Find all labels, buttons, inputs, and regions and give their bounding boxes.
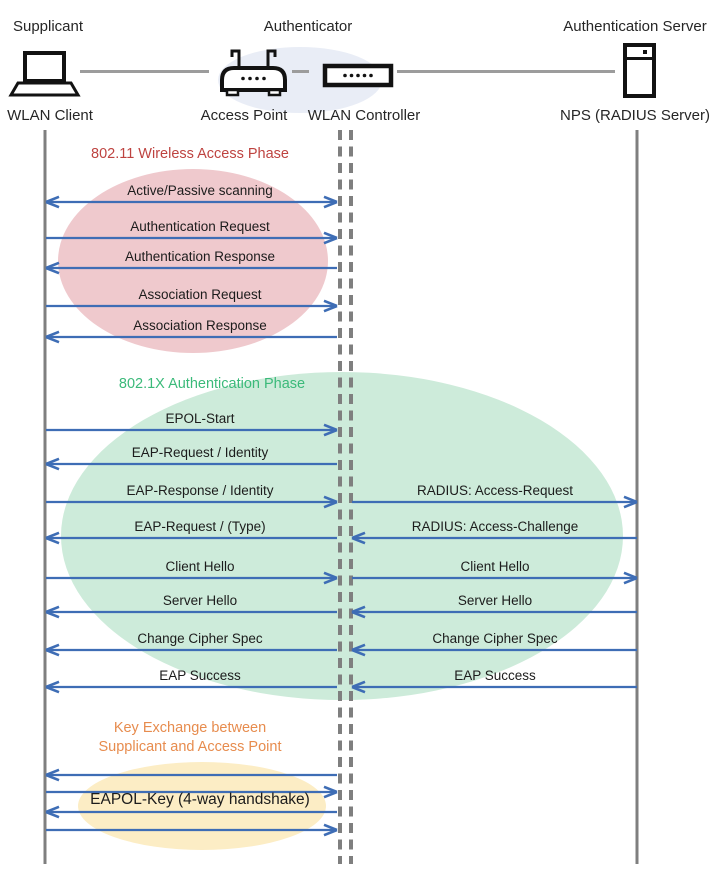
role-label: Authenticator — [263, 18, 353, 35]
message-label: Server Hello — [162, 593, 238, 608]
message-arrow — [351, 680, 637, 694]
message-arrow — [46, 823, 338, 837]
device-label: NPS (RADIUS Server) — [559, 107, 711, 124]
phase-title: Supplicant and Access Point — [98, 739, 282, 755]
message-arrow — [46, 231, 338, 245]
message-arrow — [45, 195, 338, 209]
message-arrow — [46, 571, 338, 585]
message-label: EAP-Response / Identity — [126, 483, 274, 498]
message-arrow — [352, 495, 638, 509]
message-label: Change Cipher Spec — [137, 631, 263, 646]
message-arrow — [351, 531, 637, 545]
message-label: Association Response — [133, 318, 267, 333]
message-label: EAP Success — [454, 668, 536, 683]
wlan-controller-icon — [322, 63, 394, 88]
phase-ellipse — [78, 762, 326, 850]
message-label: RADIUS: Access-Request — [416, 483, 574, 498]
message-label: Client Hello — [460, 559, 530, 574]
message-label: EAP Success — [159, 668, 241, 683]
message-label: EAPOL-Key (4-way handshake) — [90, 791, 310, 808]
authenticator-highlight-ellipse — [218, 47, 382, 113]
message-arrow — [45, 805, 337, 819]
message-arrow — [351, 605, 637, 619]
message-label: Authentication Response — [124, 249, 276, 264]
message-label: Active/Passive scanning — [127, 183, 273, 198]
device-label: WLAN Controller — [307, 107, 421, 124]
message-arrow — [351, 643, 637, 657]
message-arrow — [46, 423, 338, 437]
message-arrow — [45, 680, 337, 694]
role-label: Authentication Server — [563, 18, 707, 35]
message-arrow — [45, 261, 337, 275]
message-arrow — [45, 330, 337, 344]
device-label: Access Point — [200, 107, 288, 124]
server-icon — [623, 43, 656, 98]
role-label: Supplicant — [12, 18, 84, 35]
message-arrow — [46, 785, 338, 799]
message-label: EPOL-Start — [165, 411, 235, 426]
message-arrow — [352, 571, 638, 585]
message-label: RADIUS: Access-Challenge — [411, 519, 579, 534]
message-label: Association Request — [138, 287, 262, 302]
message-arrow — [45, 457, 337, 471]
message-label: EAP-Request / (Type) — [134, 519, 266, 534]
message-label: Change Cipher Spec — [432, 631, 558, 646]
message-label: EAP-Request / Identity — [131, 445, 269, 460]
device-label: WLAN Client — [7, 107, 93, 124]
message-label: Server Hello — [457, 593, 533, 608]
laptop-icon — [8, 51, 81, 97]
message-arrow — [46, 495, 338, 509]
message-arrow — [45, 605, 337, 619]
access-point-icon — [220, 49, 287, 97]
phase-title: Key Exchange between — [113, 720, 267, 736]
message-label: Client Hello — [165, 559, 235, 574]
message-arrow — [46, 299, 338, 313]
phase-title: 802.11 Wireless Access Phase — [91, 146, 289, 162]
message-label: Authentication Request — [130, 219, 270, 234]
message-arrow — [45, 643, 337, 657]
phase-title: 802.1X Authentication Phase — [118, 376, 306, 392]
message-arrow — [45, 531, 337, 545]
message-arrow — [45, 768, 337, 782]
